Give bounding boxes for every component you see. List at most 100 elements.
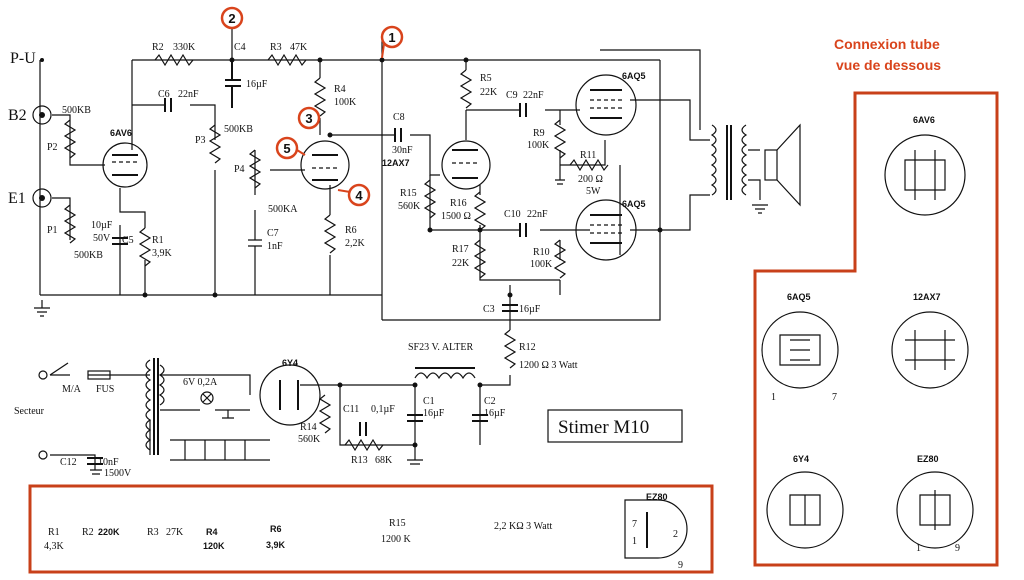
bottom-ref-r15: R15 xyxy=(389,518,406,529)
pinout-6y4-name: 6Y4 xyxy=(793,454,809,464)
label-r1: R1 xyxy=(152,235,164,246)
label-v1: 6AV6 xyxy=(110,128,132,138)
tube-6y4 xyxy=(259,364,321,426)
label-r14: R14 xyxy=(300,422,317,433)
label-r13v: 68K xyxy=(375,455,393,466)
label-p4: P4 xyxy=(234,164,245,175)
wiring xyxy=(34,22,768,475)
label-c6: C6 xyxy=(158,89,170,100)
label-c1v: 16µF xyxy=(423,408,445,419)
bottom-val-r15: 1200 K xyxy=(381,534,412,545)
label-r12: R12 xyxy=(519,342,536,353)
pinout-ez80: EZ80 1 9 xyxy=(896,454,974,554)
pinout-6av6-name: 6AV6 xyxy=(913,115,935,125)
label-r10v: 100K xyxy=(530,259,553,270)
choke-icon xyxy=(414,372,476,380)
r12-resistor xyxy=(504,329,516,369)
bottom-val-r2: 220K xyxy=(98,527,120,537)
pilot-lamp-icon xyxy=(200,391,214,405)
bottom-ref-r6: R6 xyxy=(270,524,282,534)
label-c7: C7 xyxy=(267,228,279,239)
label-r11: R11 xyxy=(580,150,596,161)
label-c10v: 22nF xyxy=(527,209,548,220)
marker-1 xyxy=(380,25,404,49)
output-transformer-primary xyxy=(710,124,717,196)
mains-terminal-icon xyxy=(38,370,48,380)
label-p2v: 500KB xyxy=(62,105,91,116)
label-v4: 6AQ5 xyxy=(622,199,646,209)
tube-6aq5-1 xyxy=(575,74,637,136)
label-c6v: 22nF xyxy=(178,89,199,100)
label-r5: R5 xyxy=(480,73,492,84)
r16-resistor xyxy=(474,191,486,231)
label-r14v: 560K xyxy=(298,434,321,445)
r5-resistor xyxy=(460,69,472,109)
panel-title-line2: vue de dessous xyxy=(836,57,941,73)
marker-2 xyxy=(220,6,244,30)
marker-4-label: 4 xyxy=(355,188,363,203)
label-v2: 12AX7 xyxy=(382,158,410,168)
label-c8: C8 xyxy=(393,112,405,123)
marker-3-label: 3 xyxy=(305,111,312,126)
label-c4: C4 xyxy=(234,42,246,53)
pinout-6aq5-name: 6AQ5 xyxy=(787,292,811,302)
c1-cap xyxy=(407,414,423,422)
label-c2v: 16µF xyxy=(484,408,506,419)
bottom-ez80-pin-2: 2 xyxy=(673,529,678,540)
label-r11v2: 5W xyxy=(586,186,601,197)
label-c11v: 0,1µF xyxy=(371,404,395,415)
pinout-6aq5: 6AQ5 1 7 xyxy=(761,292,839,403)
label-r12v: 1200 Ω 3 Watt xyxy=(519,360,578,371)
marker-5 xyxy=(275,136,299,160)
label-r3v: 47K xyxy=(290,42,308,53)
marker-2-label: 2 xyxy=(228,11,235,26)
c11-cap xyxy=(359,422,367,436)
pinout-panel xyxy=(753,91,999,567)
marker-5-label: 5 xyxy=(283,141,290,156)
r14-resistor xyxy=(319,394,331,434)
label-c5v2: 50V xyxy=(93,233,111,244)
pinout-12ax7-name: 12AX7 xyxy=(913,292,941,302)
label-c9v: 22nF xyxy=(523,90,544,101)
label-r2: R2 xyxy=(152,42,164,53)
label-c12: C12 xyxy=(60,457,77,468)
bottom-val-r3: 27K xyxy=(166,527,184,538)
label-c5: C5 xyxy=(122,235,134,246)
label-c1: C1 xyxy=(423,396,435,407)
label-c10: C10 xyxy=(504,209,521,220)
label-c7v: 1nF xyxy=(267,241,283,252)
label-r13: R13 xyxy=(351,455,368,466)
label-r2v: 330K xyxy=(173,42,196,53)
label-r9: R9 xyxy=(533,128,545,139)
label-r3: R3 xyxy=(270,42,282,53)
pinout-6y4: 6Y4 xyxy=(766,454,844,549)
label-c4v: 16µF xyxy=(246,79,268,90)
label-e1: E1 xyxy=(8,190,26,207)
label-r1v: 3,9K xyxy=(152,248,173,259)
label-v5: 6Y4 xyxy=(282,358,298,368)
c5-cap xyxy=(112,237,128,245)
label-p3: P3 xyxy=(195,135,206,146)
panel-title-line1: Connexion tube xyxy=(834,36,940,52)
label-c3v: 16µF xyxy=(519,304,541,315)
bottom-ez80-pin-1: 1 xyxy=(632,536,637,547)
c6-cap xyxy=(164,98,172,112)
label-r15v: 560K xyxy=(398,201,421,212)
label-r6v: 2,2K xyxy=(345,238,366,249)
pinout-ez80-pin-1: 1 xyxy=(916,543,921,554)
marker-3 xyxy=(297,106,321,130)
pinout-12ax7: 12AX7 xyxy=(891,292,969,389)
pinout-6av6: 6AV6 xyxy=(884,115,966,216)
c12-cap xyxy=(87,457,103,465)
c9-cap xyxy=(519,103,527,117)
label-r11v1: 200 Ω xyxy=(578,174,603,185)
alternate-values-box xyxy=(28,484,714,574)
label-r17: R17 xyxy=(452,244,469,255)
schematic-title: Stimer M10 xyxy=(558,417,649,438)
tube-12ax7-b xyxy=(441,140,491,190)
label-r4v: 100K xyxy=(334,97,357,108)
label-c8v: 30nF xyxy=(392,145,413,156)
bottom-ez80-pin-7: 7 xyxy=(632,519,637,530)
marker-1-label: 1 xyxy=(388,30,395,45)
